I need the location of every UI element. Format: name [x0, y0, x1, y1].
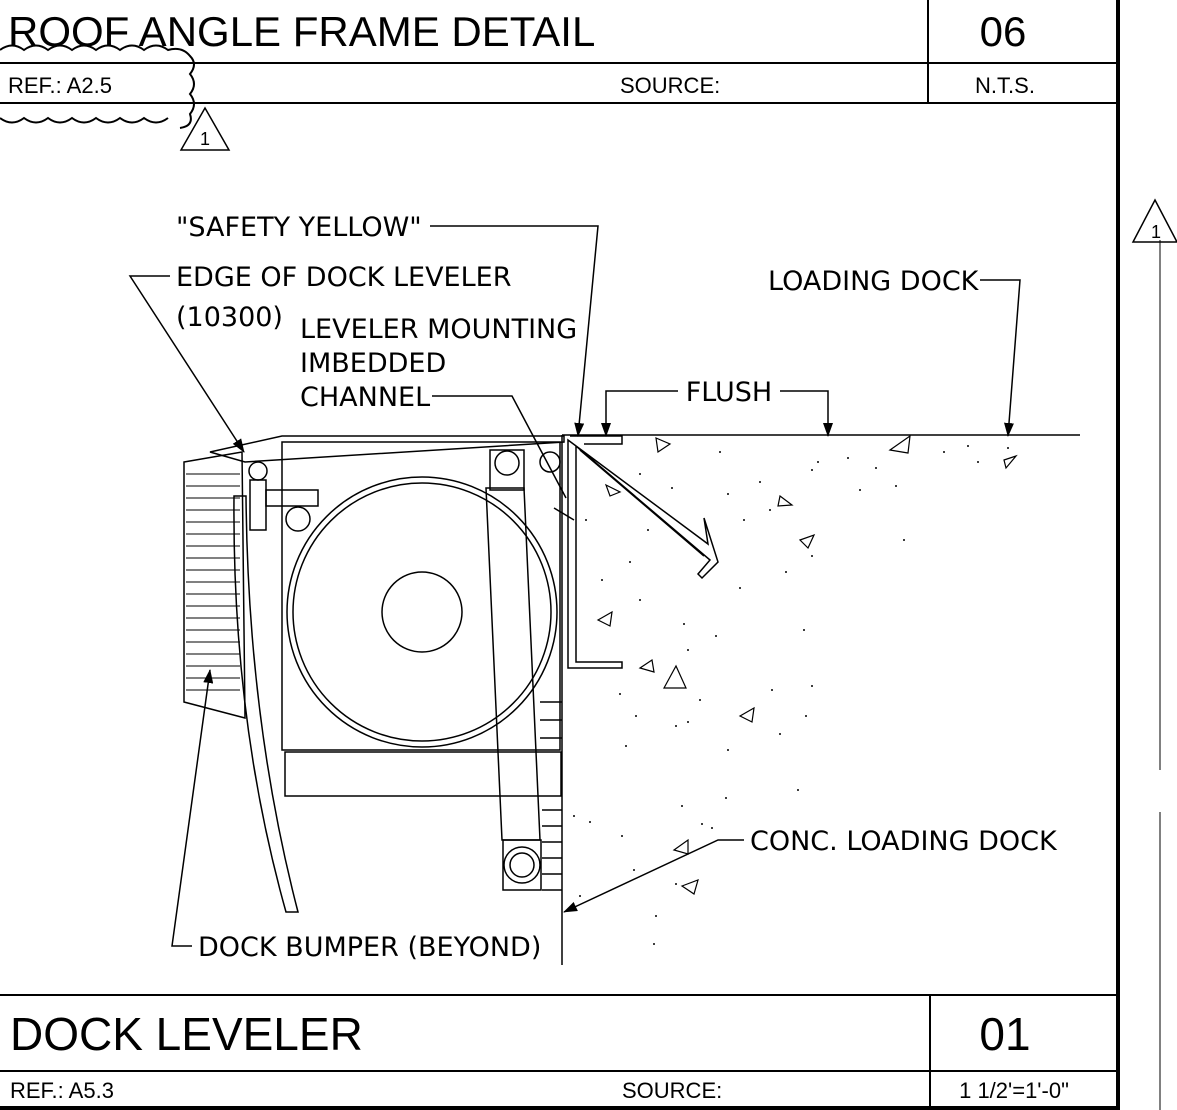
top-scale: N.T.S.	[975, 73, 1035, 98]
bottom-title-block	[0, 994, 1117, 1108]
svg-text:1: 1	[200, 129, 210, 149]
label-imbedded: IMBEDDED	[300, 348, 446, 379]
label-safety-yellow: "SAFETY YELLOW"	[176, 212, 422, 243]
bottom-title: DOCK LEVELER	[10, 1008, 363, 1060]
revision-delta-right-icon: 1	[1131, 198, 1177, 243]
revision-cloud	[0, 44, 195, 129]
bottom-ref: REF.: A5.3	[10, 1078, 114, 1103]
revision-delta-icon: 1	[179, 106, 231, 151]
label-flush: FLUSH	[686, 377, 772, 408]
svg-text:1: 1	[1151, 222, 1161, 242]
top-ref: REF.: A2.5	[8, 73, 112, 98]
label-conc-loading-dock: CONC. LOADING DOCK	[750, 826, 1058, 857]
concrete-hatch	[573, 434, 1018, 945]
label-leveler-mounting: LEVELER MOUNTING	[300, 314, 577, 345]
bottom-source: SOURCE:	[622, 1078, 722, 1103]
top-title-block	[0, 0, 1117, 104]
label-dock-bumper: DOCK BUMPER (BEYOND)	[198, 932, 541, 963]
top-source: SOURCE:	[620, 73, 720, 98]
label-spec-section: (10300)	[176, 302, 283, 333]
dock-leveler-assembly	[209, 435, 565, 891]
label-edge-of-dock-leveler: EDGE OF DOCK LEVELER	[176, 262, 511, 293]
top-detail-number: 06	[980, 8, 1027, 55]
leader-lines	[128, 225, 1021, 947]
bottom-detail-number: 01	[979, 1008, 1030, 1060]
label-loading-dock: LOADING DOCK	[768, 266, 980, 297]
top-title: ROOF ANGLE FRAME DETAIL	[8, 8, 595, 55]
bottom-scale: 1 1/2'=1'-0"	[959, 1078, 1069, 1103]
leveler-mounting-channel	[567, 435, 719, 669]
dock-bumper	[183, 451, 299, 913]
concrete-loading-dock	[561, 434, 1080, 965]
label-channel: CHANNEL	[300, 382, 430, 413]
